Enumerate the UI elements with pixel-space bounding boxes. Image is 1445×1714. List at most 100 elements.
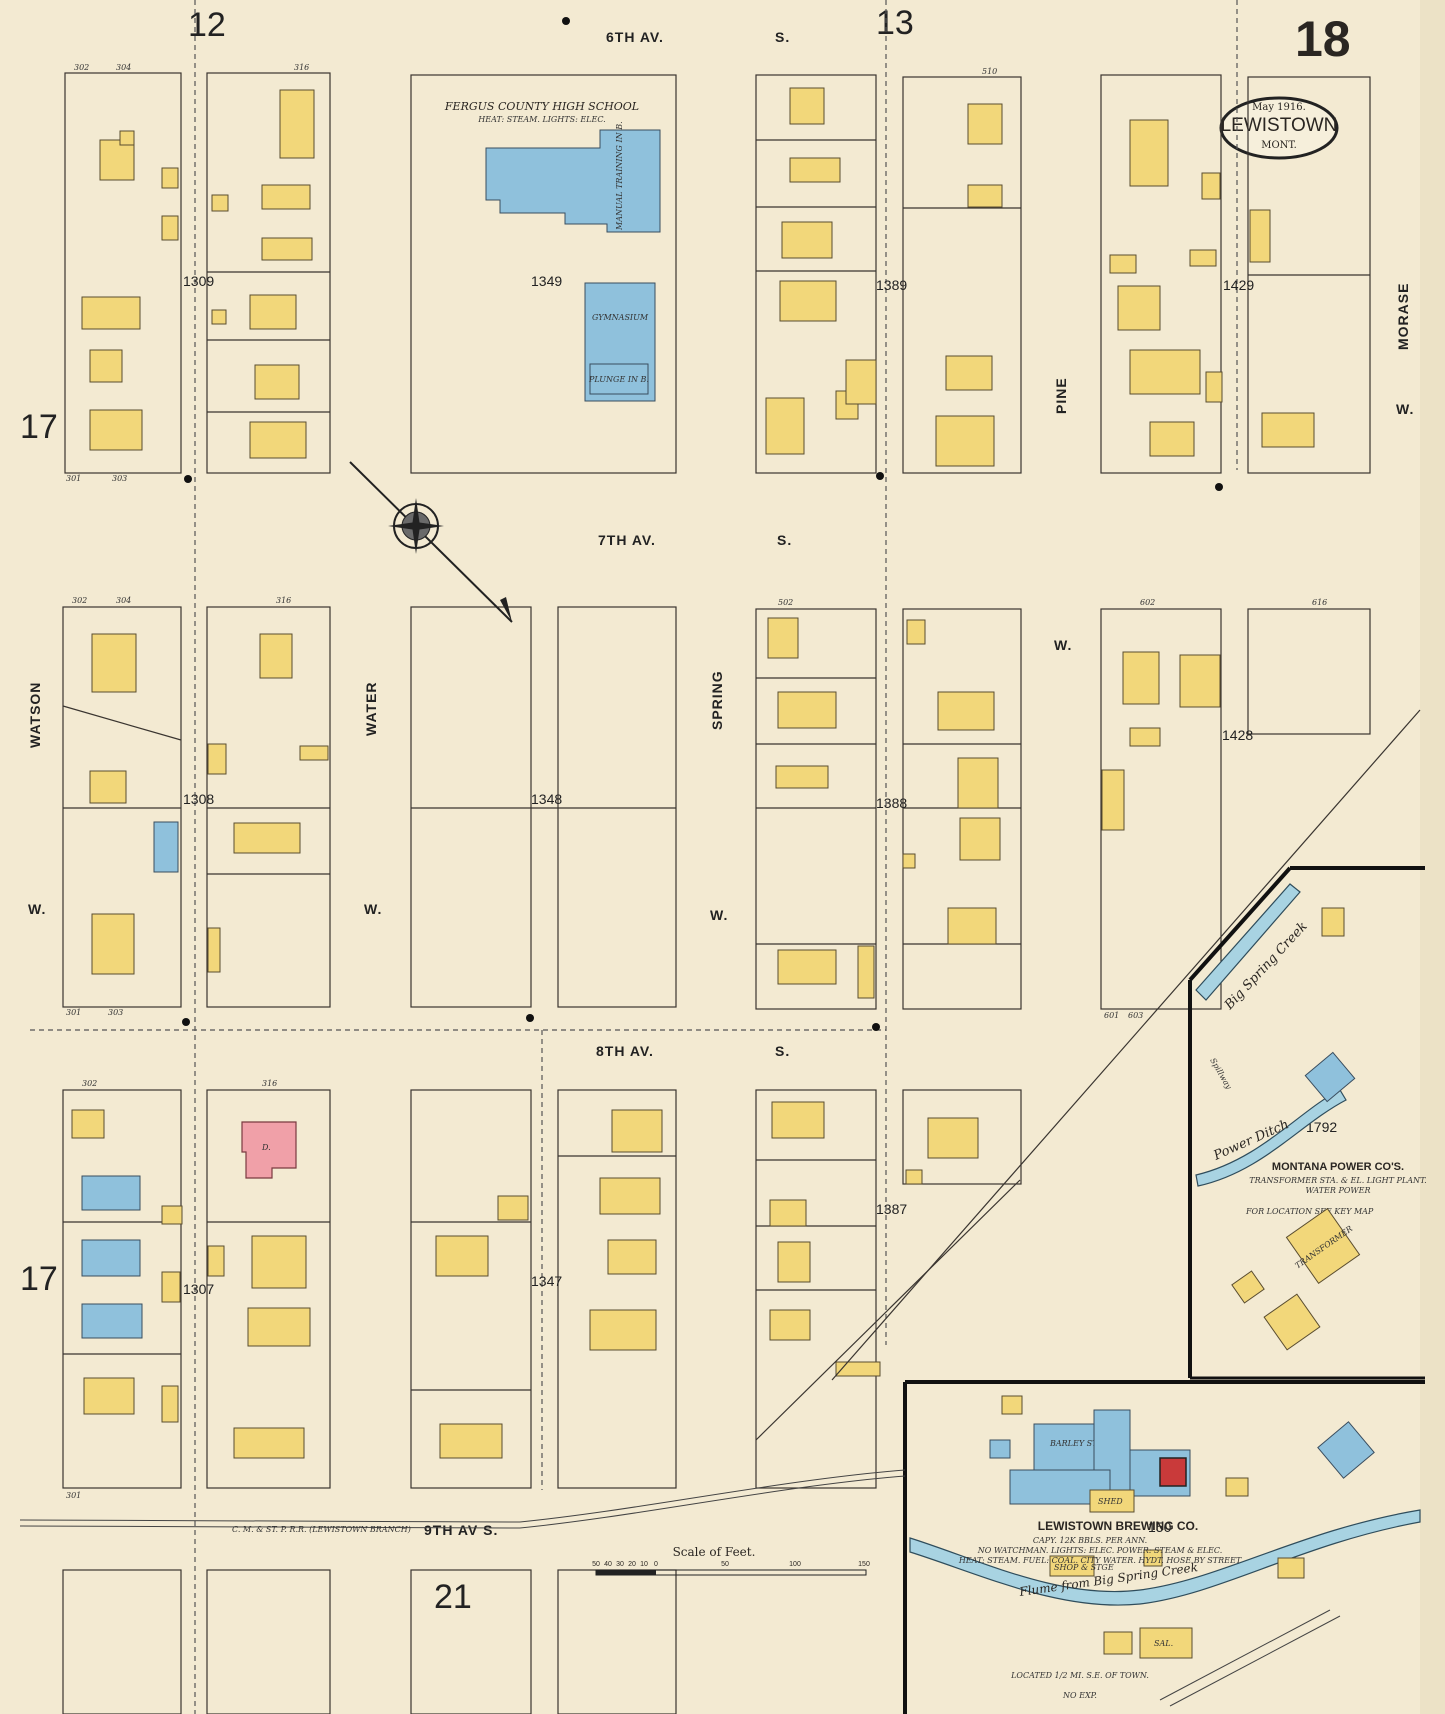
svg-text:304: 304 — [116, 63, 131, 72]
grid-ref-12: 12 — [188, 6, 226, 44]
street-morase: MORASE — [1395, 283, 1411, 350]
scale-tick-2: 30 — [616, 1561, 624, 1568]
street-6th-s: S. — [775, 29, 790, 45]
block-row-2 — [62, 606, 1371, 1010]
street-7th-s: S. — [777, 532, 792, 548]
scale-tick-5: 0 — [654, 1561, 658, 1568]
railroad-label: C. M. & ST. P. R.R. (LEWISTOWN BRANCH) — [232, 1525, 411, 1534]
grid-ref-17-bottom: 17 — [20, 1260, 58, 1298]
street-water: WATER — [363, 681, 379, 736]
svg-text:302: 302 — [74, 63, 89, 72]
street-pine-w: W. — [1054, 637, 1072, 653]
house-numbers: 302 304 316 301 303 302 304 316 301 303 … — [66, 63, 1327, 1500]
scale-tick-4: 10 — [640, 1561, 648, 1568]
sal-label: SAL. — [1154, 1639, 1173, 1648]
scale-title: Scale of Feet. — [673, 1545, 756, 1559]
svg-text:301: 301 — [66, 1491, 81, 1500]
block-number-1428: 1428 — [1222, 727, 1253, 743]
block-number-1792: 1792 — [1306, 1119, 1337, 1135]
svg-text:303: 303 — [108, 1008, 123, 1017]
svg-text:301: 301 — [66, 1008, 81, 1017]
brewing-co-inset: Flume from Big Spring Creek BARLEY STGE … — [903, 1380, 1425, 1714]
paper-edge — [1420, 0, 1445, 1714]
block-number-1309: 1309 — [183, 273, 214, 289]
see-key-map-note: FOR LOCATION SEE KEY MAP — [1245, 1207, 1374, 1216]
street-8th-s: S. — [775, 1043, 790, 1059]
street-pine: PINE — [1053, 377, 1069, 414]
sheet-number: 18 — [1295, 11, 1351, 67]
school-main-building — [485, 129, 661, 233]
svg-text:603: 603 — [1128, 1011, 1143, 1020]
svg-text:510: 510 — [982, 67, 997, 76]
hydrants — [182, 17, 1223, 1031]
fergus-county-high-school: FERGUS COUNTY HIGH SCHOOL HEAT: STEAM. L… — [444, 100, 661, 402]
grid-ref-13: 13 — [876, 4, 914, 42]
svg-text:303: 303 — [112, 474, 127, 483]
scale-tick-1: 40 — [604, 1561, 612, 1568]
scale-tick-6: 50 — [721, 1561, 729, 1568]
svg-text:302: 302 — [72, 596, 87, 605]
city-cartouche: May 1916. LEWISTOWN MONT. — [1219, 96, 1339, 160]
svg-text:301: 301 — [66, 474, 81, 483]
brick-dwelling — [241, 1121, 297, 1179]
cartouche-date: May 1916. — [1252, 102, 1306, 113]
street-6th-av: 6TH AV. — [606, 29, 664, 45]
street-watson-w: W. — [28, 901, 46, 917]
block-number-1347: 1347 — [531, 1273, 562, 1289]
street-watson: WATSON — [27, 682, 43, 748]
street-morase-w: W. — [1396, 401, 1414, 417]
street-spring: SPRING — [709, 670, 725, 730]
brewing-note-1: NO WATCHMAN. LIGHTS: ELEC. POWER: STEAM … — [977, 1546, 1223, 1555]
cartouche-city: LEWISTOWN — [1221, 115, 1338, 136]
no-exp-note: NO EXP. — [1062, 1691, 1097, 1700]
buildings-row-1 — [81, 87, 1315, 467]
power-co-name: MONTANA POWER CO'S. — [1272, 1161, 1404, 1173]
svg-text:602: 602 — [1140, 598, 1155, 607]
lot-block-1389-east — [902, 76, 1022, 474]
svg-text:316: 316 — [276, 596, 291, 605]
scale-tick-3: 20 — [628, 1561, 636, 1568]
scale-tick-0: 50 — [592, 1561, 600, 1568]
block-number-1389: 1389 — [876, 277, 907, 293]
street-9th-av: 9TH AV S. — [424, 1522, 498, 1538]
lot-block-1389-west — [755, 74, 877, 474]
brewing-capacity: CAPY. 12K BBLS. PER ANN. — [1033, 1536, 1147, 1545]
lot-block-1429-west — [1100, 74, 1222, 474]
shed-label: SHED — [1098, 1497, 1123, 1506]
gymnasium-building — [584, 282, 656, 402]
street-7th-av: 7TH AV. — [598, 532, 656, 548]
shop-stge-label: SHOP & STGE — [1054, 1563, 1114, 1572]
compass-rose — [349, 461, 513, 623]
svg-text:616: 616 — [1312, 598, 1327, 607]
transformer-building — [1285, 1208, 1361, 1284]
block-row-3 — [62, 1089, 1022, 1489]
street-water-w: W. — [364, 901, 382, 917]
lot-block-1309-east — [206, 72, 331, 474]
scale-tick-8: 150 — [858, 1561, 870, 1568]
plunge-label: PLUNGE IN B. — [588, 375, 649, 384]
railroad: C. M. & ST. P. R.R. (LEWISTOWN BRANCH) — [19, 1469, 906, 1534]
block-number-1387: 1387 — [876, 1201, 907, 1217]
cartouche-state: MONT. — [1261, 140, 1297, 151]
buildings-row-2 — [89, 617, 1221, 999]
scale-tick-7: 100 — [789, 1561, 801, 1568]
block-number-1307: 1307 — [183, 1281, 214, 1297]
brewing-co-name: LEWISTOWN BREWING CO. — [1038, 1519, 1198, 1533]
buildings-row-3: D. — [71, 1101, 979, 1459]
svg-text:316: 316 — [262, 1079, 277, 1088]
power-co-note: TRANSFORMER STA. & EL. LIGHT PLANT. — [1249, 1176, 1426, 1185]
located-note: LOCATED 1/2 MI. S.E. OF TOWN. — [1010, 1671, 1149, 1680]
block-number-150: 150 — [1148, 1519, 1172, 1535]
brewing-note-2: HEAT: STEAM. FUEL: COAL. CITY WATER. HYD… — [958, 1556, 1242, 1565]
power-co-water: WATER POWER — [1306, 1186, 1371, 1195]
block-number-1349: 1349 — [531, 273, 562, 289]
lot-block-1349 — [410, 74, 677, 474]
gymnasium-label: GYMNASIUM — [592, 313, 649, 322]
block-number-1388: 1388 — [876, 795, 907, 811]
manual-training-label: MANUAL TRAINING IN B. — [615, 121, 624, 231]
school-name: FERGUS COUNTY HIGH SCHOOL — [444, 100, 639, 113]
